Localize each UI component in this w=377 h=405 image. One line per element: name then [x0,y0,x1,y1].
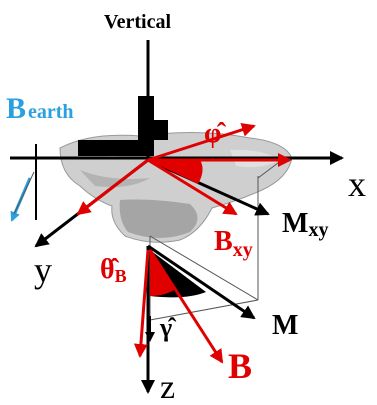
m-vector [147,244,256,320]
label-theta-b: θ̂B [100,254,127,286]
label-bxy: Bxy [214,226,253,261]
label-b-earth-main: B [6,92,26,125]
label-mxy-main: M [282,208,308,239]
label-phi-hat: φ̂ [204,118,226,149]
label-bxy-sub: xy [233,239,253,261]
label-vertical: Vertical [104,11,171,33]
label-b-earth-sub: earth [28,101,74,123]
vertical-axis-block [138,96,154,156]
label-theta-b-sub: B [115,266,127,286]
label-mxy-sub: xy [308,219,328,241]
label-y: y [34,250,52,290]
phi-hat-vector [147,122,256,162]
label-mxy: Mxy [282,208,328,241]
label-z: z [160,369,175,405]
label-bxy-main: B [214,226,233,257]
b-earth-guide [13,171,35,215]
label-gamma-hat: γ̂ [159,313,177,342]
label-b-vector: B [228,346,252,386]
theta-b-vector [133,249,150,358]
label-x: x [348,164,366,204]
red-y-vector [76,158,149,216]
bxy-vector [147,158,238,216]
vertical-axis-tab [150,120,168,140]
b-vector [148,249,224,364]
label-m: M [272,310,298,341]
mount-bar [78,140,138,156]
angle-wedge-red [148,160,203,184]
